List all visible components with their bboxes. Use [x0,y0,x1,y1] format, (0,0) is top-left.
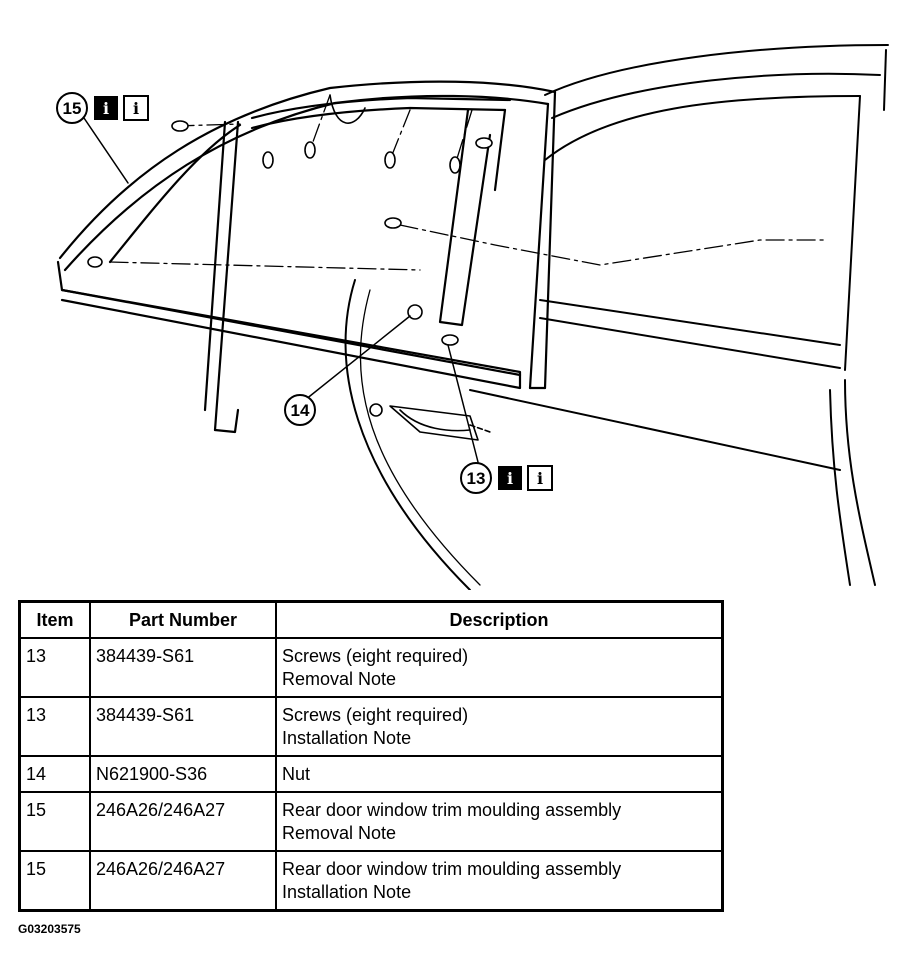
table-header-row: Item Part Number Description [18,600,724,639]
description-text: Rear door window trim moulding assembly [282,800,622,820]
description-text: Nut [282,764,311,784]
cell-part-number: N621900-S36 [89,755,277,793]
callout-13: 13 i i [460,462,553,494]
info-icon-removal[interactable] [498,466,522,490]
cell-item: 15 [18,791,91,852]
cell-item: 13 [18,696,91,757]
header-description: Description [275,600,724,639]
note-link[interactable]: Installation Note [282,882,412,902]
info-glyph: i [507,469,513,488]
door-handle [369,403,491,441]
callout-number: 14 [291,401,310,420]
cell-description: Screws (eight required) Installation Not… [275,696,724,757]
parts-table: Item Part Number Description 13 384439-S… [18,600,724,912]
cell-description: Nut [275,755,724,793]
table-row: 14 N621900-S36 Nut [18,755,724,793]
cell-part-number: 384439-S61 [89,696,277,757]
info-glyph: i [103,99,109,118]
cell-item: 15 [18,850,91,912]
screws [87,120,493,346]
header-item: Item [18,600,91,639]
callout-15: 15 i i [56,92,149,124]
info-glyph: i [133,99,139,118]
info-icon-installation[interactable] [527,465,553,491]
cell-part-number: 246A26/246A27 [89,850,277,912]
note-link[interactable]: Installation Note [282,728,412,748]
door-trim-illustration: 15 i i 14 13 i i [56,44,889,590]
header-part-number: Part Number [89,600,277,639]
info-icon-removal[interactable] [94,96,118,120]
description-text: Screws (eight required) [282,646,469,666]
table-row: 15 246A26/246A27 Rear door window trim m… [18,850,724,912]
info-glyph: i [537,469,543,488]
description-text: Rear door window trim moulding assembly [282,859,622,879]
note-link[interactable]: Removal Note [282,823,397,843]
window-trim-moulding [56,80,557,434]
cell-description: Rear door window trim moulding assembly … [275,850,724,912]
table-row: 13 384439-S61 Screws (eight required) In… [18,696,724,757]
cell-description: Screws (eight required) Removal Note [275,637,724,698]
note-link[interactable]: Removal Note [282,669,397,689]
info-icon-installation[interactable] [123,95,149,121]
callout-number: 13 [467,469,486,488]
cell-item: 14 [18,755,91,793]
leader-lines [83,117,479,463]
cell-part-number: 246A26/246A27 [89,791,277,852]
table-row: 13 384439-S61 Screws (eight required) Re… [18,637,724,698]
centre-lines [109,94,826,271]
figure-id: G03203575 [18,922,81,936]
table-row: 15 246A26/246A27 Rear door window trim m… [18,791,724,852]
cell-part-number: 384439-S61 [89,637,277,698]
car-body-outline [344,44,889,590]
cell-item: 13 [18,637,91,698]
cell-description: Rear door window trim moulding assembly … [275,791,724,852]
callout-number: 15 [63,99,82,118]
description-text: Screws (eight required) [282,705,469,725]
callout-14: 14 [284,394,316,426]
